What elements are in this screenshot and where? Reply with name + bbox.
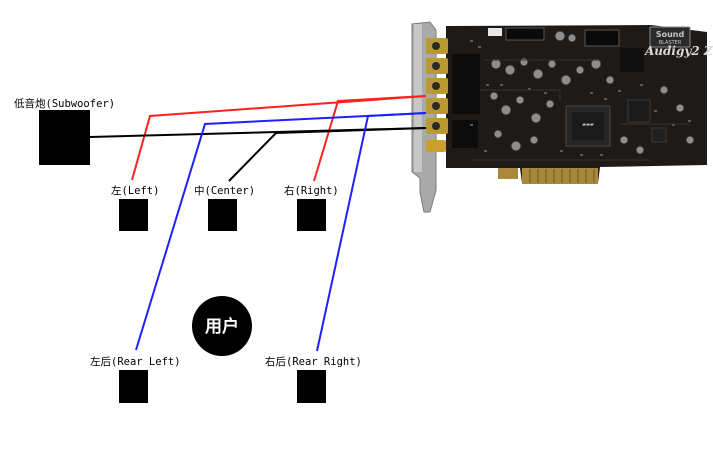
brand-line2: BLASTER: [659, 40, 682, 46]
audio-jacks: [426, 38, 448, 152]
rear-left-speaker-box: [119, 370, 148, 403]
header-connector-1: [505, 27, 545, 41]
pci-connector-short: [498, 168, 518, 179]
small-chip: [651, 127, 667, 143]
user-position: 用户: [192, 296, 252, 356]
user-circle: [192, 296, 252, 356]
subwoofer-box: [39, 110, 90, 165]
speaker-rear-left: 左后(Rear Left): [90, 355, 181, 403]
cable-rear-left: [135, 112, 427, 351]
subwoofer-label: 低音炮(Subwoofer): [14, 97, 115, 110]
pci-contact-lines: [529, 169, 595, 183]
cable-front-left: [131, 95, 427, 181]
speaker-center: 中(Center): [194, 184, 255, 231]
secondary-chip: [627, 99, 651, 123]
speaker-rear-right: 右后(Rear Right): [265, 355, 362, 403]
black-chip-top: [620, 48, 644, 72]
speaker-subwoofer: 低音炮(Subwoofer): [14, 97, 115, 165]
dsp-chip-die: [572, 112, 604, 140]
sound-blaster-logo: Sound BLASTER: [649, 26, 691, 48]
right-label: 右(Right): [284, 184, 339, 197]
capacitors: [489, 30, 695, 155]
brand-line1: Sound: [656, 30, 685, 39]
header-connector-2: [584, 29, 620, 47]
left-speaker-box: [119, 199, 148, 231]
speaker-right: 右(Right): [284, 184, 339, 231]
right-speaker-box: [297, 199, 326, 231]
white-connector: [488, 28, 502, 36]
jack-housing-lower: [452, 120, 478, 148]
rear-right-label: 右后(Rear Right): [265, 355, 362, 368]
rear-right-speaker-box: [297, 370, 326, 403]
user-label: 用户: [205, 316, 239, 337]
center-speaker-box: [208, 199, 237, 231]
smd-components: [470, 40, 691, 156]
left-label: 左(Left): [111, 184, 159, 197]
dsp-chip-marking: ▰▰▰: [582, 122, 594, 128]
rear-left-label: 左后(Rear Left): [90, 355, 181, 368]
cable-front-right: [313, 95, 427, 182]
center-label: 中(Center): [194, 184, 255, 197]
cable-rear-right: [316, 112, 427, 352]
pci-connector: [522, 168, 598, 184]
model-label: Audigy2 ZS: [644, 44, 713, 58]
pcb-traces: [470, 59, 690, 161]
cable-subwoofer: [89, 127, 427, 138]
bracket-highlight: [414, 24, 422, 172]
jack-housing: [452, 54, 480, 114]
sound-card: ▰▰▰: [411, 21, 713, 213]
speaker-left: 左(Left): [111, 184, 159, 231]
